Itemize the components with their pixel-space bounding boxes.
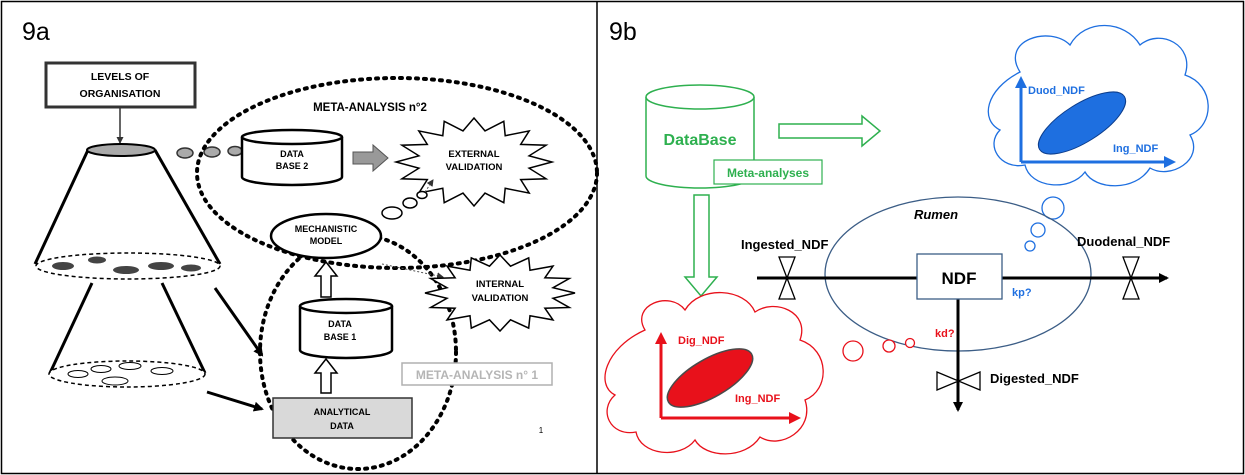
cone-arrow-bottom: [206, 390, 264, 412]
analytical-to-db1-arrow: [313, 357, 339, 394]
digested-valve-icon: [936, 371, 981, 391]
db2-to-external-arrow: [352, 143, 389, 173]
internal-label-1: INTERNAL: [476, 279, 524, 290]
database-1-cylinder: DATA BASE 1: [298, 297, 394, 360]
levels-label-1: LEVELS OF: [91, 71, 150, 83]
panel-a-label: 9a: [22, 18, 50, 46]
ndf-label: NDF: [942, 269, 977, 288]
duod-cloud: Duod_NDF Ing_NDF: [987, 24, 1209, 187]
analytical-data-box: ANALYTICAL DATA: [272, 397, 413, 439]
ingested-valve-icon: [778, 256, 796, 300]
db1-label-1: DATA: [328, 319, 352, 329]
duod-axis-y-label: Duod_NDF: [1028, 85, 1085, 97]
external-label-2: VALIDATION: [446, 162, 503, 173]
internal-label-2: VALIDATION: [472, 293, 529, 304]
kd-label: kd?: [935, 328, 955, 340]
cone-thought-dots: [176, 145, 243, 159]
ndf-box: NDF: [916, 253, 1003, 300]
upper-cone: [33, 143, 222, 280]
duod-axis-x-label: Ing_NDF: [1113, 143, 1159, 155]
rumen-label: Rumen: [914, 207, 958, 222]
slide-page-number: 1: [539, 426, 544, 435]
mech-label-2: MODEL: [310, 236, 343, 246]
panel-b-label: 9b: [609, 18, 637, 46]
panel-9a: 9a LEVELS OF ORGANISATION: [22, 18, 599, 471]
db2-label-2: BASE 2: [276, 161, 309, 171]
to-external-dotted-arrow: [424, 179, 434, 193]
duodenal-valve-icon: [1122, 256, 1140, 300]
digested-label: Digested_NDF: [990, 371, 1079, 386]
meta-analysis-1-label: META-ANALYSIS n° 1: [416, 368, 538, 382]
dig-cloud: Dig_NDF Ing_NDF: [604, 291, 824, 455]
cone-arrow-top: [213, 287, 264, 357]
database-to-dig-arrow: [683, 194, 719, 298]
mechanistic-model-oval: MECHANISTIC MODEL: [269, 212, 383, 260]
duodenal-label: Duodenal_NDF: [1077, 234, 1170, 249]
dig-axis-x-label: Ing_NDF: [735, 393, 781, 405]
db2-label-1: DATA: [280, 149, 304, 159]
dig-axis-y-label: Dig_NDF: [678, 335, 725, 347]
levels-of-organisation-box: LEVELS OF ORGANISATION: [44, 61, 197, 109]
mech-label-1: MECHANISTIC: [295, 224, 358, 234]
meta-analysis-2-oval: [195, 76, 599, 270]
db1-to-model-arrow: [313, 260, 339, 298]
blue-thought-bubbles: [1024, 196, 1065, 252]
database-2-cylinder: DATA BASE 2: [240, 128, 344, 187]
red-thought-bubbles: [842, 337, 916, 362]
levels-label-2: ORGANISATION: [80, 88, 161, 100]
internal-validation-burst: INTERNAL VALIDATION: [424, 253, 576, 333]
mech-thought-circles: [381, 190, 428, 220]
lower-cone: [48, 282, 207, 388]
analytical-label-2: DATA: [330, 421, 354, 431]
meta-analyses-box: Meta-analyses: [713, 159, 823, 185]
meta-analysis-2-label: META-ANALYSIS n°2: [313, 102, 427, 114]
database-label: DataBase: [664, 132, 737, 149]
meta-analysis-1-box: META-ANALYSIS n° 1: [401, 362, 553, 386]
db1-label-2: BASE 1: [324, 332, 357, 342]
panel-9b: 9b DataBase Meta-analyses Duod_NDF Ing_N…: [604, 18, 1209, 455]
external-validation-burst: EXTERNAL VALIDATION: [393, 116, 555, 208]
analytical-label-1: ANALYTICAL: [314, 407, 371, 417]
external-label-1: EXTERNAL: [448, 149, 499, 160]
database-to-duod-arrow: [778, 114, 882, 148]
ingested-label: Ingested_NDF: [741, 237, 828, 252]
kp-label: kp?: [1012, 287, 1032, 299]
meta-analyses-label: Meta-analyses: [727, 166, 809, 180]
